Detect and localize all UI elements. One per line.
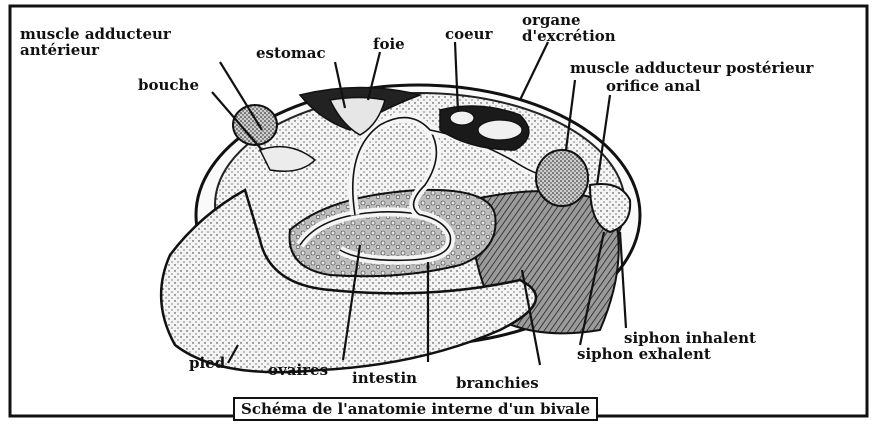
label-branchies: branchies <box>456 375 539 391</box>
label-muscle-adducteur-anterieur: muscle adducteur antérieur <box>20 26 171 58</box>
label-line: d'excrétion <box>522 28 616 44</box>
label-coeur: coeur <box>445 26 493 42</box>
label-intestin: intestin <box>352 370 417 386</box>
label-line: muscle adducteur <box>20 26 171 42</box>
posterior-adductor <box>536 150 588 206</box>
label-pied: pied <box>189 355 225 371</box>
excretion-organ <box>478 120 522 140</box>
label-line: organe <box>522 12 616 28</box>
label-foie: foie <box>373 36 405 52</box>
heart-pericardium <box>450 111 474 125</box>
label-estomac: estomac <box>256 45 326 61</box>
label-siphon-inhalent: siphon inhalent <box>624 330 756 346</box>
label-ovaires: ovaires <box>268 362 328 378</box>
label-orifice-anal: orifice anal <box>606 78 700 94</box>
label-muscle-adducteur-posterieur: muscle adducteur postérieur <box>570 60 813 76</box>
label-organe-excretion: organe d'excrétion <box>522 12 616 44</box>
label-siphon-exhalent: siphon exhalent <box>577 346 711 362</box>
label-bouche: bouche <box>138 77 199 93</box>
label-line: antérieur <box>20 42 171 58</box>
diagram-caption: Schéma de l'anatomie interne d'un bivale <box>233 397 598 421</box>
